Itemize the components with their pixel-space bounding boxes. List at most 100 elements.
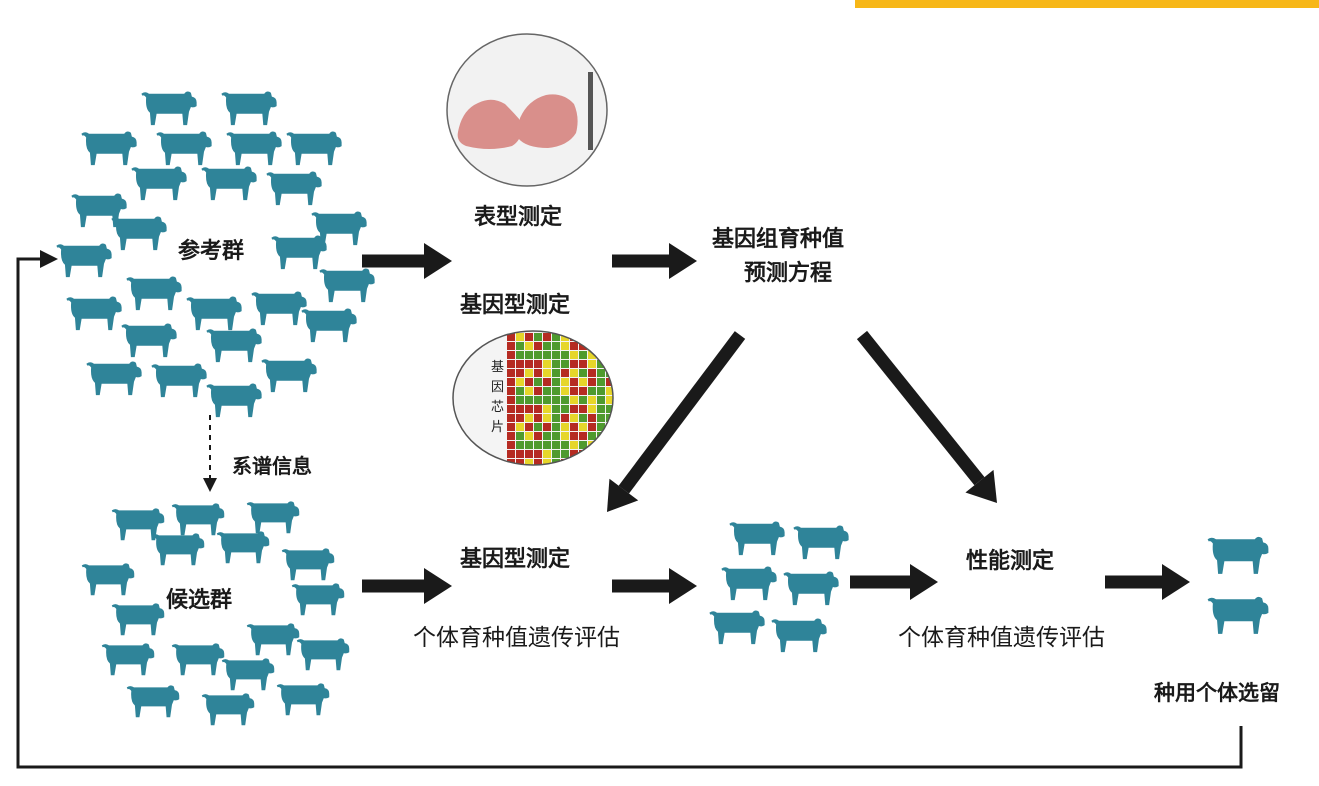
chip-cell <box>579 405 587 413</box>
chip-cell <box>525 360 533 368</box>
flow-arrows <box>362 243 1190 604</box>
pig-icon <box>281 548 335 581</box>
chip-cell <box>579 459 587 465</box>
chip-cell <box>543 396 551 404</box>
chip-cell <box>561 369 569 377</box>
pig-icon <box>296 638 350 671</box>
pig-icon <box>771 618 827 653</box>
pig-icon <box>319 268 375 303</box>
chip-cell <box>570 396 578 404</box>
pig-icon <box>101 643 155 676</box>
chip-cell <box>561 405 569 413</box>
chip-cell <box>579 387 587 395</box>
chip-cell <box>606 450 613 458</box>
chip-cell <box>534 414 542 422</box>
chip-cell <box>543 423 551 431</box>
chip-cell <box>597 378 605 386</box>
chip-cell <box>552 351 560 359</box>
chip-cell <box>507 450 515 458</box>
chip-cell <box>525 351 533 359</box>
pig-icon <box>111 216 167 251</box>
chip-cell <box>597 369 605 377</box>
pig-icon <box>226 131 282 166</box>
selection-label: 种用个体选留 <box>1154 681 1280 705</box>
chip-cell <box>597 414 605 422</box>
chip-cell <box>588 405 596 413</box>
chip-cell <box>534 441 542 449</box>
genotype-top-label: 基因型测定 <box>460 293 571 318</box>
chip-cell <box>516 342 524 350</box>
chip-cell <box>570 414 578 422</box>
chip-cell <box>588 459 596 465</box>
chip-cell <box>507 414 515 422</box>
chip-cell <box>579 369 587 377</box>
chip-cell <box>588 333 596 341</box>
chip-cell <box>588 432 596 440</box>
pig-icon <box>286 131 342 166</box>
arrow-reference-to-testing <box>362 243 452 279</box>
equation-label-line1: 基因组育种值 <box>712 227 845 252</box>
chip-cell <box>543 360 551 368</box>
chip-cell <box>543 414 551 422</box>
pig-icon <box>246 623 300 656</box>
pig-icon <box>206 328 262 363</box>
phenotype-meat-icon <box>446 33 608 187</box>
pig-icon <box>261 358 317 393</box>
arrow-equation-to-performance <box>856 330 997 503</box>
chip-cell <box>525 369 533 377</box>
pig-icon <box>66 296 122 331</box>
chip-cell <box>561 432 569 440</box>
chip-cell <box>507 405 515 413</box>
chip-cell <box>561 378 569 386</box>
chip-cell <box>561 396 569 404</box>
chip-cell <box>507 432 515 440</box>
chip-cell <box>525 387 533 395</box>
chip-cell <box>534 369 542 377</box>
chip-cell <box>534 432 542 440</box>
chip-cell <box>597 459 605 465</box>
pig-icon <box>151 363 207 398</box>
pig-icon <box>251 291 307 326</box>
chip-cell <box>525 378 533 386</box>
pig-icon <box>201 166 257 201</box>
pig-icon <box>201 693 255 726</box>
chip-cell <box>534 450 542 458</box>
chip-cell <box>561 351 569 359</box>
chip-cell <box>606 405 613 413</box>
chip-cell <box>561 423 569 431</box>
chip-cell <box>606 441 613 449</box>
feedback-loop-line <box>16 257 1243 769</box>
arrow-genotyping-to-pigs <box>612 568 697 604</box>
chip-cell <box>543 342 551 350</box>
chip-cell <box>570 459 578 465</box>
chip-cell <box>606 360 613 368</box>
pig-icon <box>1207 596 1269 634</box>
chip-cell <box>561 387 569 395</box>
chip-char-2: 因 <box>491 380 505 395</box>
chip-cell <box>579 333 587 341</box>
chip-cell <box>525 432 533 440</box>
chip-cell <box>516 333 524 341</box>
pig-icon <box>126 276 182 311</box>
chip-cell <box>570 450 578 458</box>
pedigree-arrowhead <box>203 478 217 492</box>
chip-cell <box>588 450 596 458</box>
accent-bar <box>855 0 1319 8</box>
gene-chip-icon <box>452 330 614 466</box>
chip-cell <box>588 414 596 422</box>
phenotype-label: 表型测定 <box>474 205 563 230</box>
chip-cell <box>552 387 560 395</box>
chip-cell <box>552 396 560 404</box>
genotype-bottom-label: 基因型测定 <box>460 547 571 572</box>
chip-cell <box>597 351 605 359</box>
chip-cell <box>570 342 578 350</box>
chip-cell <box>570 369 578 377</box>
chip-cell <box>579 396 587 404</box>
chip-cell <box>534 387 542 395</box>
reference-group-label: 参考群 <box>178 239 245 264</box>
chip-cell <box>561 342 569 350</box>
arrow-equation-to-genotyping <box>607 331 746 512</box>
chip-cell <box>507 387 515 395</box>
chip-cell <box>516 450 524 458</box>
